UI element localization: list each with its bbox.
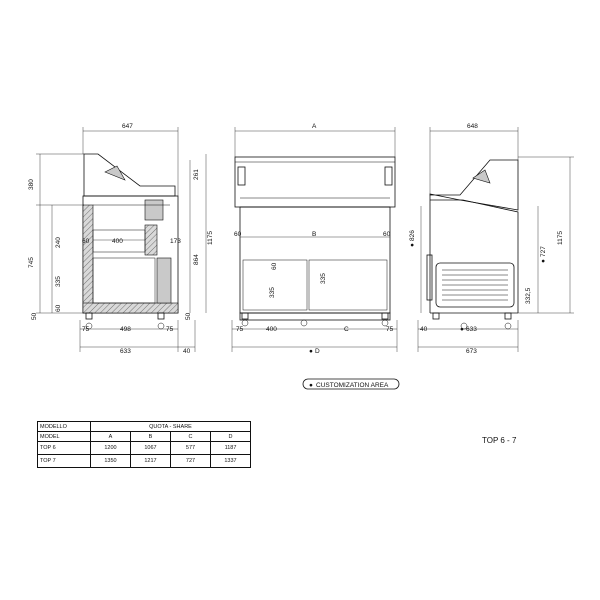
dim-647: 647 [122,123,133,130]
vent-grille [442,269,508,301]
dim-648: 648 [467,123,478,130]
dim-261: 261 [193,169,200,180]
table-header-row: MODEL A B C D [37,431,251,442]
dim-50-right: 50 [185,312,192,320]
dim-864: 864 [193,254,200,265]
dim-b: B [312,231,316,238]
dim-335-front-left: 335 [269,287,276,298]
dim-60-front-inner: 60 [271,262,278,270]
row-model: TOP 6 [37,441,91,455]
row-a: 1350 [90,454,131,468]
dim-745: 745 [28,257,35,268]
dim-826: 826 [409,230,416,241]
dim-826-marker: ● [409,243,416,247]
header-modello: MODELLO [37,421,91,432]
header-a: A [90,431,131,442]
front-view: A 60 B 60 60 335 335 75 400 C 75 ● D [231,123,398,355]
dim-400-front: 400 [266,326,277,333]
dim-1175-right: 1175 [557,231,564,245]
dim-a: A [312,123,317,130]
row-a: 1200 [90,441,131,455]
dim-727: 727 [540,246,547,257]
dim-60-front-left: 60 [234,231,242,238]
dim-60-front-right: 60 [383,231,391,238]
dim-335-left: 335 [55,276,62,287]
dim-335-front-right: 335 [320,273,327,284]
dim-673: 673 [466,348,477,355]
header-b: B [130,431,171,442]
table-row: TOP 6 1200 1067 577 1187 [37,441,251,455]
dim-75-left: 75 [82,326,90,333]
dim-727-marker: ● [540,259,547,263]
table-row: TOP 7 1350 1217 727 1337 [37,454,251,468]
header-d: D [210,431,251,442]
header-quota-share: QUOTA - SHARE [90,421,251,432]
legend-marker: ● [309,382,313,389]
row-c: 577 [170,441,211,455]
dim-633-right: 633 [466,326,477,333]
dim-498: 498 [120,326,131,333]
left-section-view: 647 380 745 240 335 60 50 60 400 173 261… [28,123,214,355]
dim-c: C [344,326,349,333]
dim-173: 173 [170,238,181,245]
dim-1175-left: 1175 [207,231,214,245]
dim-380: 380 [28,179,35,190]
dim-d: D [315,348,320,355]
dim-332-5: 332,5 [525,287,532,304]
page-label: TOP 6 - 7 [482,436,517,445]
dim-75-right: 75 [166,326,174,333]
header-model: MODEL [37,431,91,442]
dim-400-left: 400 [112,238,123,245]
customization-legend: ● CUSTOMIZATION AREA [302,378,400,390]
dim-60-shelf: 60 [82,238,90,245]
row-b: 1067 [130,441,171,455]
right-side-view: 648 ● 826 ● 727 332,5 1175 40 ● 633 673 [409,123,574,355]
dim-633-left: 633 [120,348,131,355]
row-c: 727 [170,454,211,468]
dim-75-front-left: 75 [236,326,244,333]
dim-50-left: 50 [31,312,38,320]
dim-40-left: 40 [183,348,191,355]
table-header-row: MODELLO QUOTA - SHARE [37,421,251,432]
dimension-table: MODELLO QUOTA - SHARE MODEL A B C D TOP … [37,421,251,468]
header-c: C [170,431,211,442]
row-d: 1337 [210,454,251,468]
dim-633-marker: ● [460,326,464,333]
row-b: 1217 [130,454,171,468]
dim-75-front-right: 75 [386,326,394,333]
dim-40-right: 40 [420,326,428,333]
row-model: TOP 7 [37,454,91,468]
legend-label: CUSTOMIZATION AREA [316,382,389,389]
dim-60-foot: 60 [55,304,62,312]
dim-240: 240 [55,237,62,248]
row-d: 1187 [210,441,251,455]
dim-d-marker: ● [309,348,313,355]
